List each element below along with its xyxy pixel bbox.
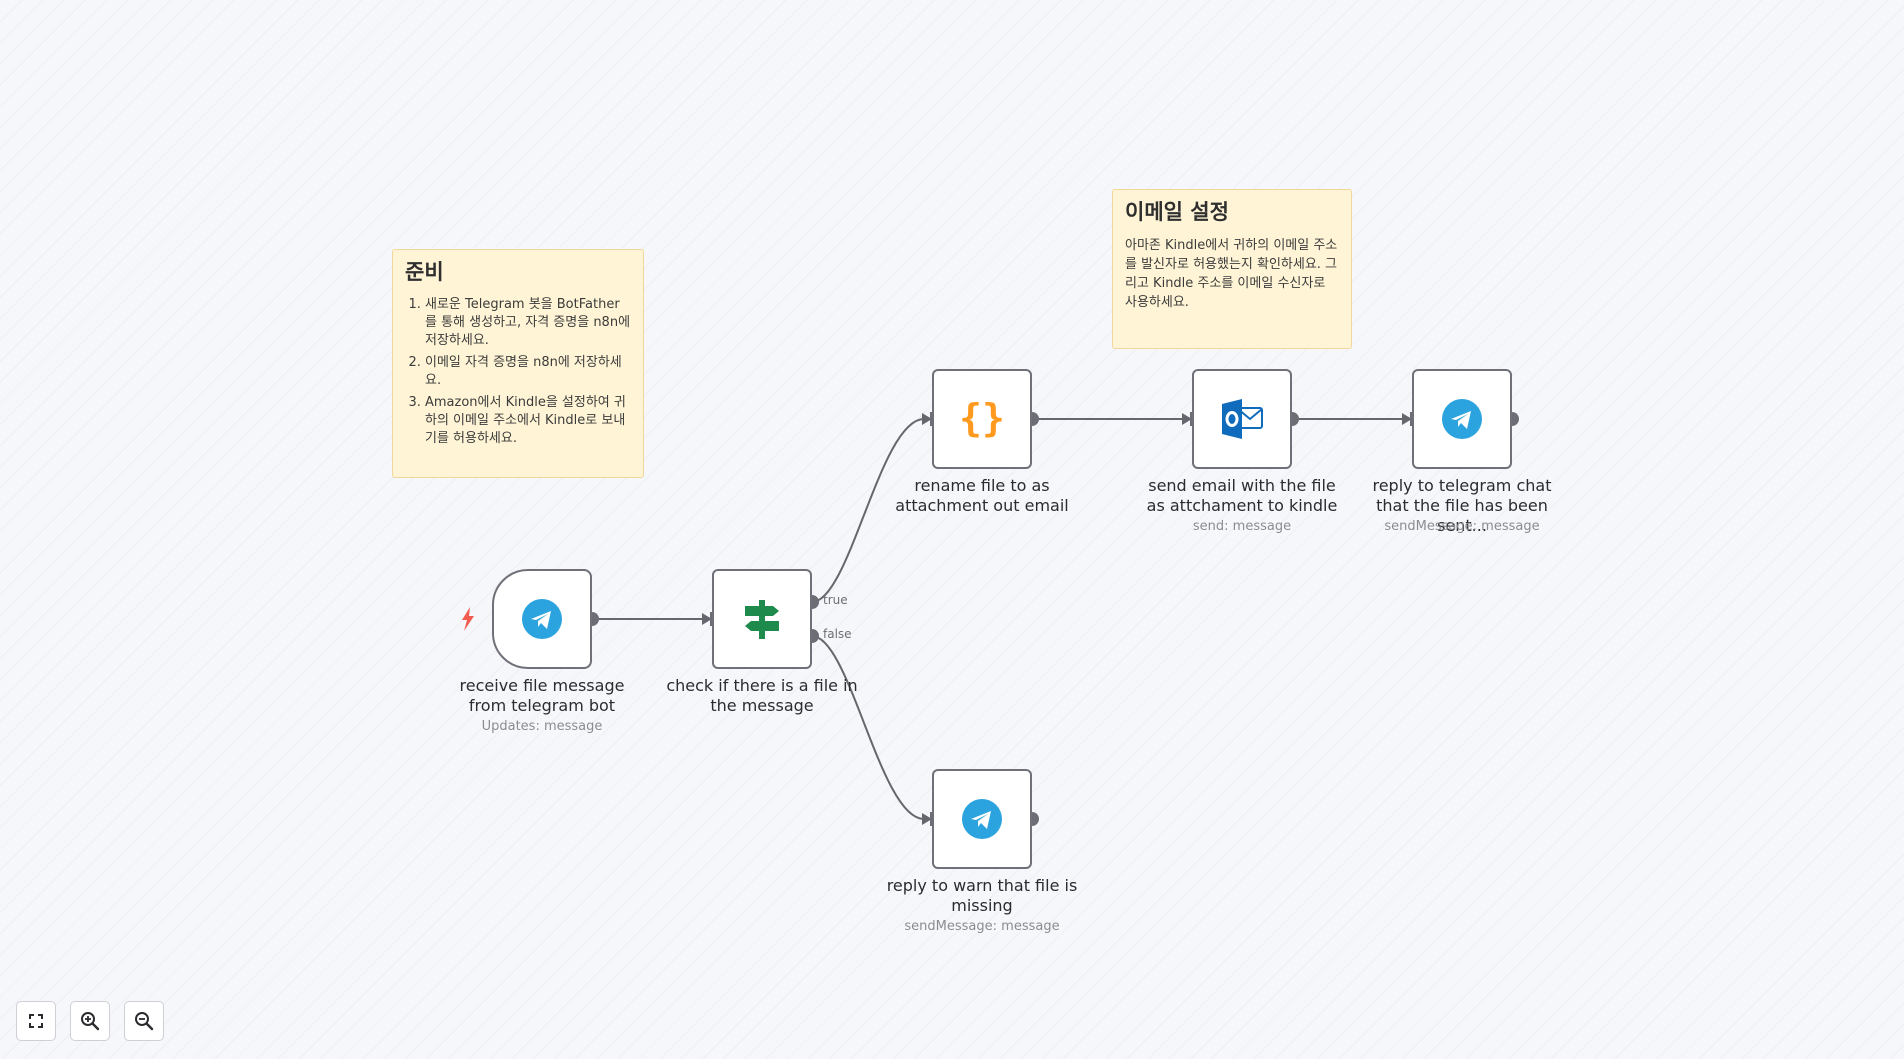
outlook-icon xyxy=(1222,399,1263,439)
node-subtitle: sendMessage: message xyxy=(1384,519,1540,534)
node-subtitle: Updates: message xyxy=(481,719,603,734)
node-title: receive file message from telegram bot xyxy=(459,676,625,715)
fit-view-button[interactable] xyxy=(16,1001,56,1041)
sticky-note-email-settings[interactable]: 이메일 설정 아마존 Kindle에서 귀하의 이메일 주소를 발신자로 허용했… xyxy=(1112,189,1352,349)
node-title: reply to telegram chat that the file has… xyxy=(1372,476,1552,535)
trigger-bolt-icon xyxy=(462,607,474,631)
sticky-note-item: Amazon에서 Kindle을 설정하여 귀하의 이메일 주소에서 Kindl… xyxy=(425,394,631,448)
node-title: rename file to as attachment out email xyxy=(895,476,1069,515)
arrow-head xyxy=(922,413,932,425)
curly-braces-icon: {} xyxy=(960,397,1004,440)
sticky-note-body: 아마존 Kindle에서 귀하의 이메일 주소를 발신자로 허용했는지 확인하세… xyxy=(1125,238,1338,310)
sticky-note-preparation[interactable]: 준비 새로운 Telegram 봇을 BotFather를 통해 생성하고, 자… xyxy=(392,249,644,478)
fit-view-icon xyxy=(29,1014,43,1028)
telegram-icon xyxy=(1442,399,1482,439)
branch-label-true: true xyxy=(823,593,848,607)
node-title: reply to warn that file is missing xyxy=(886,876,1078,915)
node-send-email[interactable] xyxy=(1192,369,1292,469)
zoom-out-icon xyxy=(135,1012,154,1031)
arrow-head xyxy=(922,813,932,825)
zoom-out-button[interactable] xyxy=(124,1001,164,1041)
node-subtitle: send: message xyxy=(1192,519,1292,534)
svg-text:{}: {} xyxy=(960,397,1004,440)
sticky-note-item: 새로운 Telegram 봇을 BotFather를 통해 생성하고, 자격 증… xyxy=(425,296,631,350)
zoom-in-button[interactable] xyxy=(70,1001,110,1041)
node-check-file[interactable] xyxy=(712,569,812,669)
node-reply-file-missing[interactable] xyxy=(932,769,1032,869)
arrow-head xyxy=(702,613,712,625)
arrow-head xyxy=(1402,413,1412,425)
node-title: check if there is a file in the message xyxy=(666,676,858,715)
node-subtitle: sendMessage: message xyxy=(904,919,1060,934)
sticky-note-title: 준비 xyxy=(405,260,444,284)
node-reply-file-sent[interactable] xyxy=(1412,369,1512,469)
zoom-in-icon xyxy=(81,1012,100,1031)
sticky-note-item: 이메일 자격 증명을 n8n에 저장하세요. xyxy=(425,354,631,390)
arrow-head xyxy=(1182,413,1192,425)
connection-false-to-reply-missing xyxy=(811,635,925,820)
sticky-note-list: 새로운 Telegram 봇을 BotFather를 통해 생성하고, 자격 증… xyxy=(405,296,631,448)
telegram-icon xyxy=(962,799,1002,839)
sticky-note-title: 이메일 설정 xyxy=(1125,200,1229,224)
signpost-icon xyxy=(745,600,779,639)
node-title: send email with the file as attchament t… xyxy=(1146,476,1338,515)
branch-label-false: false xyxy=(823,627,852,641)
node-rename-file[interactable]: {} xyxy=(932,369,1032,469)
node-receive-file-message[interactable] xyxy=(492,569,592,669)
telegram-icon xyxy=(522,599,562,639)
